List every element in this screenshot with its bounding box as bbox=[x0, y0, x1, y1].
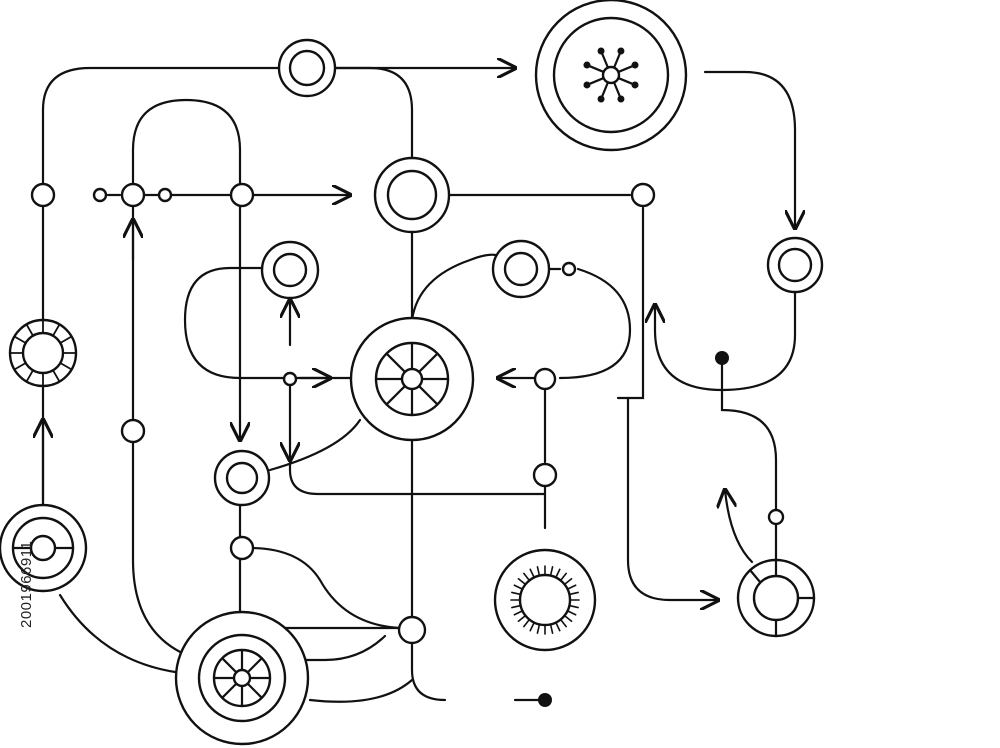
sun-node-icon bbox=[493, 548, 597, 652]
connector-node bbox=[532, 462, 558, 488]
connector-node bbox=[229, 182, 255, 208]
spoke bbox=[563, 578, 573, 586]
spoke bbox=[513, 610, 524, 616]
spoke bbox=[549, 623, 554, 634]
spoke bbox=[417, 384, 439, 406]
spoke bbox=[52, 323, 61, 337]
spoke-knob bbox=[617, 95, 625, 103]
spoke bbox=[555, 621, 561, 632]
spoke bbox=[549, 566, 554, 577]
spoke bbox=[568, 604, 579, 609]
spoke bbox=[559, 618, 567, 628]
connector-node bbox=[767, 508, 785, 526]
wheel-node-icon bbox=[534, 0, 688, 152]
spoke-knob bbox=[597, 95, 605, 103]
spoke-knob bbox=[597, 47, 605, 55]
spoke bbox=[513, 584, 524, 590]
spoke bbox=[566, 610, 577, 616]
spoke bbox=[563, 614, 573, 622]
spoke-knob bbox=[617, 47, 625, 55]
spoke bbox=[52, 369, 61, 383]
spoke bbox=[523, 572, 531, 582]
spoke bbox=[221, 657, 238, 674]
spoke bbox=[246, 657, 263, 674]
spoke bbox=[13, 335, 27, 344]
ring-node-icon bbox=[213, 449, 271, 507]
spoke bbox=[529, 621, 535, 632]
spoke bbox=[517, 578, 527, 586]
spoke bbox=[559, 572, 567, 582]
terminal-dot bbox=[715, 351, 729, 365]
arrow-up-icon bbox=[655, 290, 797, 392]
ring-node-icon bbox=[277, 38, 337, 98]
connector-node bbox=[30, 182, 56, 208]
connector-node bbox=[229, 535, 255, 561]
spoke-knob bbox=[583, 61, 591, 69]
spoke bbox=[59, 335, 73, 344]
arrow-down-icon bbox=[703, 70, 795, 228]
spoke bbox=[246, 682, 263, 699]
ring-node-icon bbox=[373, 156, 451, 234]
spoke bbox=[536, 623, 541, 634]
spoke bbox=[25, 323, 34, 337]
arrow-right-icon bbox=[626, 396, 718, 600]
connector-node bbox=[157, 187, 173, 203]
spoke-knob bbox=[583, 81, 591, 89]
target-node-icon bbox=[0, 503, 88, 593]
spoke bbox=[529, 568, 535, 579]
spoke bbox=[511, 604, 522, 609]
connector-lines bbox=[43, 68, 797, 703]
stock-id-watermark: 2001966911 bbox=[18, 540, 35, 628]
connector-node bbox=[120, 182, 146, 208]
ring-node-icon bbox=[766, 236, 824, 294]
ring-node-icon bbox=[491, 239, 551, 299]
terminal-dot bbox=[538, 693, 552, 707]
spoke bbox=[555, 568, 561, 579]
spoke bbox=[517, 614, 527, 622]
spoke bbox=[385, 384, 407, 406]
arrow-up-icon bbox=[725, 490, 754, 564]
connector-node bbox=[282, 371, 298, 387]
connector-node bbox=[397, 615, 427, 645]
spoke bbox=[523, 618, 531, 628]
spoke bbox=[25, 369, 34, 383]
spoke-knob bbox=[631, 61, 639, 69]
connector-node bbox=[533, 367, 557, 391]
spoke bbox=[568, 591, 579, 596]
wheel-node-icon bbox=[174, 610, 310, 746]
spoke bbox=[417, 352, 439, 374]
nodes bbox=[0, 0, 824, 746]
spoke bbox=[221, 682, 238, 699]
ring-node-icon bbox=[260, 240, 320, 300]
wheel-node-icon bbox=[349, 316, 475, 442]
spoke bbox=[13, 362, 27, 371]
connector-node bbox=[561, 261, 577, 277]
spoke-knob bbox=[631, 81, 639, 89]
spoke bbox=[511, 591, 522, 596]
connector-node bbox=[120, 418, 146, 444]
spoke bbox=[566, 584, 577, 590]
connector-node bbox=[630, 182, 656, 208]
wheel-spokes bbox=[9, 47, 639, 708]
spoke bbox=[385, 352, 407, 374]
spoke bbox=[536, 566, 541, 577]
connector-node bbox=[92, 187, 108, 203]
spoke bbox=[59, 362, 73, 371]
segmented-ring-node-icon bbox=[736, 558, 816, 638]
